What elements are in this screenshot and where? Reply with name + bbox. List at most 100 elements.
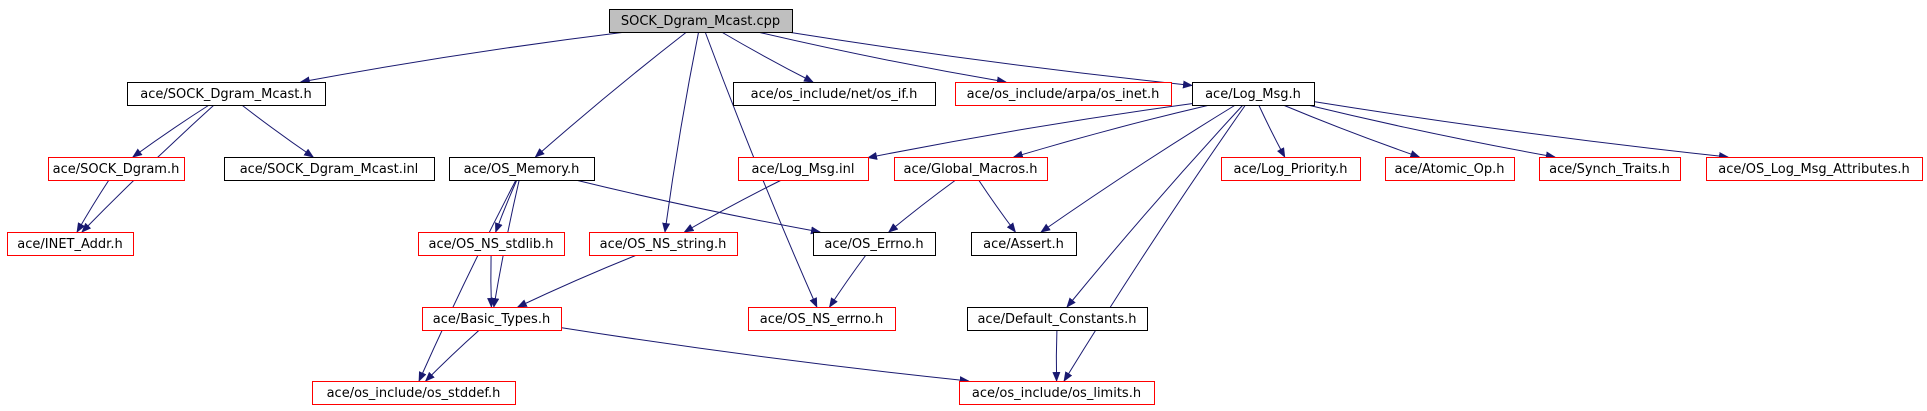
node-box-sock_dgram	[48, 157, 185, 181]
node-os_ns_stdlib[interactable]: ace/OS_NS_stdlib.h	[418, 232, 565, 256]
edge-log_msg_h-to-os_limits	[1063, 104, 1246, 382]
node-os_ns_string[interactable]: ace/OS_NS_string.h	[589, 232, 738, 256]
edge-root-to-os_inet	[757, 31, 1007, 85]
node-label-os_memory: ace/OS_Memory.h	[464, 162, 580, 177]
edge-log_msg_h-to-global_macros	[1012, 104, 1210, 159]
node-label-os_limits: ace/os_include/os_limits.h	[972, 386, 1141, 401]
node-label-os_ns_stdlib: ace/OS_NS_stdlib.h	[429, 237, 554, 252]
edge-log_msg_h-to-atomic_op	[1282, 104, 1421, 158]
node-default_constants[interactable]: ace/Default_Constants.h	[967, 307, 1148, 331]
edge-mcast_h-to-sock_dgram	[132, 104, 210, 158]
edge-log_msg_h-to-synch_traits	[1307, 104, 1556, 160]
node-label-root: SOCK_Dgram_Mcast.cpp	[621, 14, 780, 29]
node-label-synch_traits: ace/Synch_Traits.h	[1549, 162, 1670, 177]
node-basic_types[interactable]: ace/Basic_Types.h	[422, 307, 562, 331]
node-label-log_msg_inl: ace/Log_Msg.inl	[751, 162, 854, 177]
node-label-sock_dgram: ace/SOCK_Dgram.h	[53, 162, 180, 177]
node-box-global_macros	[894, 157, 1048, 181]
node-label-os_ns_string: ace/OS_NS_string.h	[600, 237, 727, 252]
node-label-log_msg_h: ace/Log_Msg.h	[1205, 87, 1301, 102]
node-label-log_priority: ace/Log_Priority.h	[1234, 162, 1348, 177]
node-os_if[interactable]: ace/os_include/net/os_if.h	[733, 82, 936, 106]
edge-os_errno-to-os_ns_errno	[829, 254, 867, 308]
node-box-os_ns_stdlib	[418, 232, 565, 256]
node-box-log_msg_attr	[1706, 157, 1923, 181]
node-label-inet_addr: ace/INET_Addr.h	[17, 237, 122, 252]
node-log_msg_h[interactable]: ace/Log_Msg.h	[1192, 82, 1315, 106]
node-root: SOCK_Dgram_Mcast.cpp	[609, 9, 793, 33]
nodes-layer: SOCK_Dgram_Mcast.cpp ace/SOCK_Dgram_Mcast…	[7, 9, 1923, 405]
node-box-os_ns_errno	[748, 307, 896, 331]
edge-os_ns_string-to-basic_types	[516, 254, 637, 308]
edge-log_msg_h-to-log_msg_attr	[1313, 101, 1729, 161]
node-box-log_priority	[1221, 157, 1361, 181]
node-label-os_stddef: ace/os_include/os_stddef.h	[327, 386, 501, 401]
node-sock_dgram[interactable]: ace/SOCK_Dgram.h	[48, 157, 185, 181]
node-label-os_ns_errno: ace/OS_NS_errno.h	[760, 312, 884, 327]
edge-root-to-log_msg_h	[787, 31, 1193, 89]
node-os_limits[interactable]: ace/os_include/os_limits.h	[959, 381, 1155, 405]
node-label-global_macros: ace/Global_Macros.h	[904, 162, 1038, 177]
node-label-os_inet: ace/os_include/arpa/os_inet.h	[967, 87, 1160, 102]
node-label-basic_types: ace/Basic_Types.h	[433, 312, 550, 327]
node-label-os_errno: ace/OS_Errno.h	[824, 237, 923, 252]
node-box-inet_addr	[7, 232, 134, 256]
node-label-mcast_inl: ace/SOCK_Dgram_Mcast.inl	[240, 162, 419, 177]
edge-log_msg_h-to-default_constants	[1066, 104, 1244, 308]
edge-os_memory-to-os_ns_stdlib	[495, 179, 518, 233]
edge-root-to-os_memory	[534, 31, 687, 158]
node-box-synch_traits	[1539, 157, 1681, 181]
node-inet_addr[interactable]: ace/INET_Addr.h	[7, 232, 134, 256]
node-mcast_inl[interactable]: ace/SOCK_Dgram_Mcast.inl	[224, 157, 435, 181]
node-label-os_if: ace/os_include/net/os_if.h	[751, 87, 918, 102]
edge-basic_types-to-os_stddef	[424, 329, 480, 382]
node-log_priority[interactable]: ace/Log_Priority.h	[1221, 157, 1361, 181]
node-box-default_constants	[967, 307, 1148, 331]
edge-root-to-mcast_h	[299, 31, 626, 85]
node-label-assert_h: ace/Assert.h	[983, 237, 1064, 252]
node-os_errno[interactable]: ace/OS_Errno.h	[813, 232, 936, 256]
node-label-default_constants: ace/Default_Constants.h	[977, 312, 1136, 327]
node-box-mcast_h	[127, 82, 326, 106]
edge-log_msg_inl-to-os_ns_string	[683, 179, 782, 233]
node-box-os_inet	[955, 82, 1172, 106]
node-box-mcast_inl	[224, 157, 435, 181]
node-box-os_stddef	[312, 381, 516, 405]
node-atomic_op[interactable]: ace/Atomic_Op.h	[1385, 157, 1515, 181]
edge-os_memory-to-os_stddef	[418, 179, 517, 382]
node-box-os_ns_string	[589, 232, 738, 256]
edge-global_macros-to-assert_h	[978, 179, 1016, 233]
node-mcast_h[interactable]: ace/SOCK_Dgram_Mcast.h	[127, 82, 326, 106]
node-box-root	[609, 9, 793, 33]
edge-default_constants-to-os_limits	[1052, 329, 1061, 382]
node-os_ns_errno[interactable]: ace/OS_NS_errno.h	[748, 307, 896, 331]
node-box-log_msg_h	[1192, 82, 1315, 106]
node-label-log_msg_attr: ace/OS_Log_Msg_Attributes.h	[1718, 162, 1909, 177]
node-synch_traits[interactable]: ace/Synch_Traits.h	[1539, 157, 1681, 181]
node-os_inet[interactable]: ace/os_include/arpa/os_inet.h	[955, 82, 1172, 106]
node-box-assert_h	[971, 232, 1077, 256]
node-global_macros[interactable]: ace/Global_Macros.h	[894, 157, 1048, 181]
edge-root-to-os_ns_string	[662, 31, 700, 233]
node-box-log_msg_inl	[738, 157, 869, 181]
edge-os_ns_stdlib-to-basic_types	[487, 254, 496, 308]
node-assert_h[interactable]: ace/Assert.h	[971, 232, 1077, 256]
node-box-os_memory	[449, 157, 595, 181]
edge-basic_types-to-os_limits	[560, 327, 970, 385]
node-label-mcast_h: ace/SOCK_Dgram_Mcast.h	[140, 87, 311, 102]
edge-os_memory-to-os_errno	[575, 179, 821, 235]
node-box-os_errno	[813, 232, 936, 256]
edge-log_msg_h-to-log_priority	[1258, 104, 1286, 158]
node-box-os_limits	[959, 381, 1155, 405]
node-log_msg_attr[interactable]: ace/OS_Log_Msg_Attributes.h	[1706, 157, 1923, 181]
edge-log_msg_h-to-log_msg_inl	[867, 103, 1193, 160]
node-box-atomic_op	[1385, 157, 1515, 181]
node-log_msg_inl[interactable]: ace/Log_Msg.inl	[738, 157, 869, 181]
edge-root-to-os_if	[721, 31, 814, 83]
edge-log_msg_h-to-assert_h	[1040, 104, 1236, 233]
node-os_stddef[interactable]: ace/os_include/os_stddef.h	[312, 381, 516, 405]
node-label-atomic_op: ace/Atomic_Op.h	[1395, 162, 1505, 177]
node-os_memory[interactable]: ace/OS_Memory.h	[449, 157, 595, 181]
edge-global_macros-to-os_errno	[888, 179, 956, 233]
